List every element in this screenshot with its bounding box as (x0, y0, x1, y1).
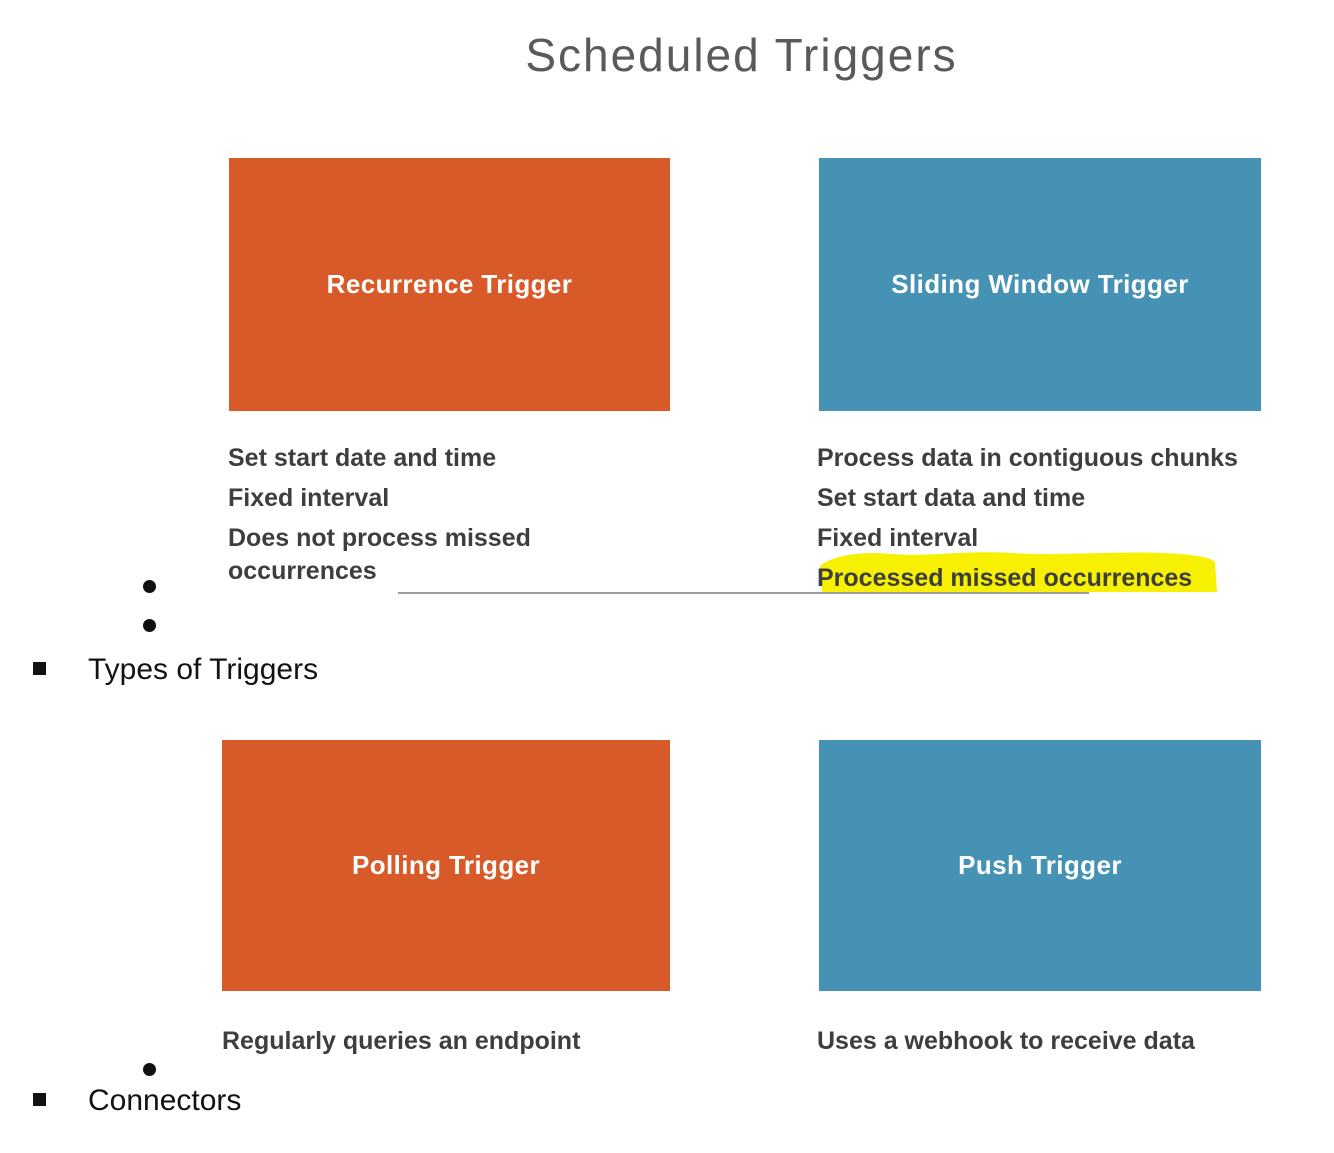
push-trigger-caption: Uses a webhook to receive data (817, 1027, 1195, 1055)
sliding-window-trigger-box: Sliding Window Trigger (819, 158, 1261, 411)
list-item: Fixed interval (817, 524, 979, 552)
list-item-highlighted: Processed missed occurrences (817, 564, 1193, 592)
bullet-square-icon (33, 1093, 46, 1106)
horizontal-rule (398, 592, 1089, 594)
bullet-dot-icon (143, 580, 156, 593)
recurrence-trigger-box: Recurrence Trigger (229, 158, 670, 411)
sliding-window-points-list: Process data in contiguous chunks Set st… (817, 442, 1297, 602)
recurrence-points-list: Set start date and time Fixed interval D… (228, 442, 573, 595)
list-item: Set start data and time (817, 484, 1086, 512)
yellow-marker-highlight (820, 552, 1217, 592)
polling-trigger-box: Polling Trigger (222, 740, 670, 991)
list-item: Process data in contiguous chunks (817, 444, 1238, 472)
push-trigger-label: Push Trigger (958, 850, 1122, 880)
polling-trigger-caption: Regularly queries an endpoint (222, 1027, 581, 1055)
list-item: Set start date and time (228, 444, 497, 472)
outline-item-types-of-triggers[interactable]: Types of Triggers (88, 653, 319, 686)
list-item: Does not process missed occurrences (228, 524, 531, 585)
slide-title: Scheduled Triggers (525, 29, 958, 81)
recurrence-trigger-label: Recurrence Trigger (326, 269, 573, 299)
polling-trigger-label: Polling Trigger (351, 850, 540, 880)
bullet-square-icon (33, 662, 46, 675)
outline-item-connectors[interactable]: Connectors (88, 1084, 242, 1117)
sliding-window-trigger-label: Sliding Window Trigger (891, 269, 1189, 299)
list-item: Fixed interval (228, 484, 390, 512)
bullet-dot-icon (143, 1063, 156, 1076)
push-trigger-box: Push Trigger (819, 740, 1261, 991)
bullet-dot-icon (143, 619, 156, 632)
